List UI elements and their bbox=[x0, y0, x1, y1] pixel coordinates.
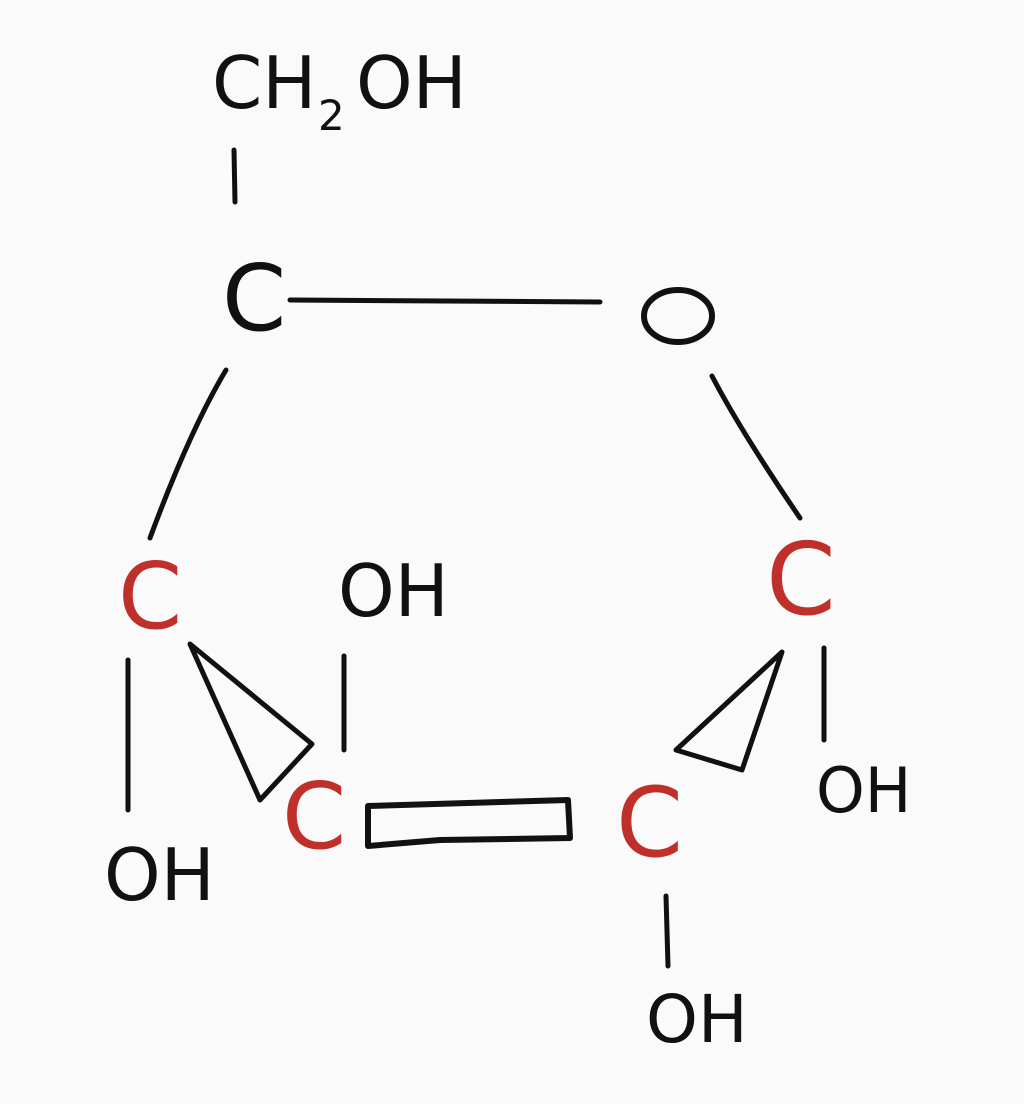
ch2-subscript: 2 bbox=[318, 91, 345, 140]
c4-carbon: C bbox=[118, 543, 182, 650]
wedge-c4-c3 bbox=[187, 641, 315, 803]
c2-carbon: C bbox=[616, 767, 683, 879]
c4-oh-label: OH bbox=[104, 833, 215, 917]
bond-c5-c4 bbox=[147, 367, 229, 541]
ch2oh-group: CH 2 OH bbox=[212, 41, 467, 140]
wedge-c2-c1 bbox=[673, 649, 785, 773]
bond-ch2oh-c5 bbox=[231, 147, 238, 205]
c1-carbon: C bbox=[766, 521, 836, 638]
c3-carbon: C bbox=[282, 763, 346, 870]
bond-c3-c2-thick bbox=[365, 797, 573, 849]
ch-text: CH bbox=[212, 41, 316, 125]
c1-oh-label: OH bbox=[816, 754, 911, 827]
ring-oxygen bbox=[641, 287, 715, 345]
bond-c5-o bbox=[287, 297, 603, 305]
c2-oh-label: OH bbox=[646, 981, 748, 1058]
bond-c2-oh bbox=[663, 893, 671, 969]
bond-o-c1 bbox=[709, 373, 803, 521]
c3-oh-label: OH bbox=[338, 549, 449, 633]
c5-carbon: C bbox=[222, 245, 286, 352]
oh-text-top: OH bbox=[356, 41, 467, 125]
